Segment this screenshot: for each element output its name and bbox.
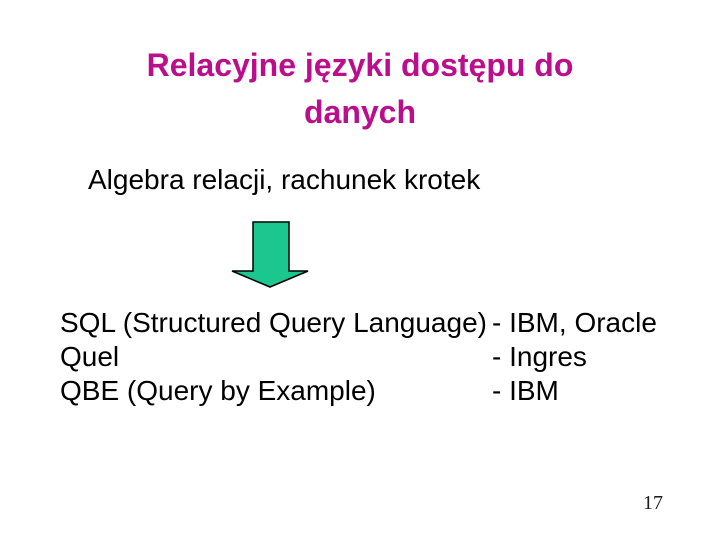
slide-title-line-1: Relacyjne języki dostępu do [146,47,574,83]
language-list-item: QBE (Query by Example) [60,375,376,406]
page-number: 17 [643,492,663,514]
language-list-item: SQL (Structured Query Language) [60,307,487,338]
down-arrow-svg [231,221,309,288]
down-arrow-shape [231,221,309,288]
language-list-item: Quel [60,341,120,372]
vendor-list: - IBM, Oracle - Ingres - IBM [492,306,657,408]
down-arrow-icon [230,218,310,290]
slide-subtitle: Algebra relacji, rachunek krotek [88,164,481,195]
vendor-list-item: - IBM, Oracle [492,307,657,338]
vendor-list-item: - IBM [492,375,559,406]
slide-title: Relacyjne języki dostępu do danych [0,42,720,136]
language-list: SQL (Structured Query Language) Quel QBE… [60,306,487,408]
slide-title-line-2: danych [303,94,417,130]
vendor-list-item: - Ingres [492,341,587,372]
